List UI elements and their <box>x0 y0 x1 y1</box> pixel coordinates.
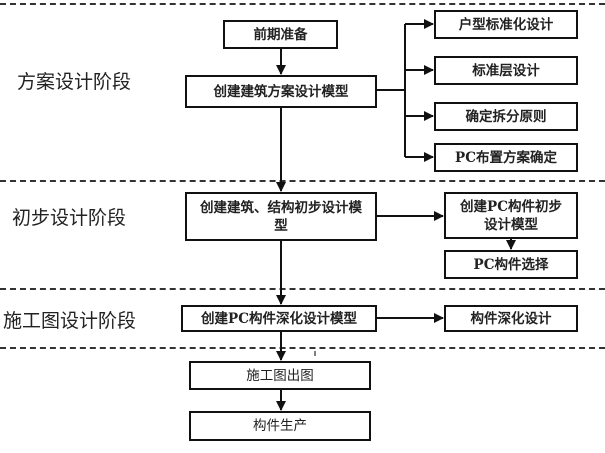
node-scheme-model: 创建建筑方案设计模型 <box>185 75 377 108</box>
stage-separator <box>0 288 605 290</box>
node-floor-standard: 标准层设计 <box>434 56 578 85</box>
node-pc-preliminary-model: 创建PC构件初步设计模型 <box>444 192 578 239</box>
node-pc-selection: PC构件选择 <box>444 250 578 279</box>
node-component-detail-design: 构件深化设计 <box>444 305 578 332</box>
node-unit-standardization: 户型标准化设计 <box>434 10 578 39</box>
node-preliminary-model: 创建建筑、结构初步设计模型 <box>185 192 377 241</box>
stage-label-construction-drawing: 施工图设计阶段 <box>3 310 137 332</box>
stage-separator <box>0 3 605 5</box>
stage-separator <box>0 180 605 182</box>
node-pc-layout: PC布置方案确定 <box>434 143 578 172</box>
stage-separator <box>0 347 605 349</box>
node-drawing-output: 施工图出图 <box>189 361 371 390</box>
node-pc-detail-model: 创建PC构件深化设计模型 <box>181 305 377 332</box>
node-prep: 前期准备 <box>223 20 338 49</box>
stage-label-scheme: 方案设计阶段 <box>17 71 132 93</box>
stage-label-preliminary: 初步设计阶段 <box>12 207 127 229</box>
node-split-principle: 确定拆分原则 <box>434 102 578 131</box>
node-component-production: 构件生产 <box>189 411 371 441</box>
